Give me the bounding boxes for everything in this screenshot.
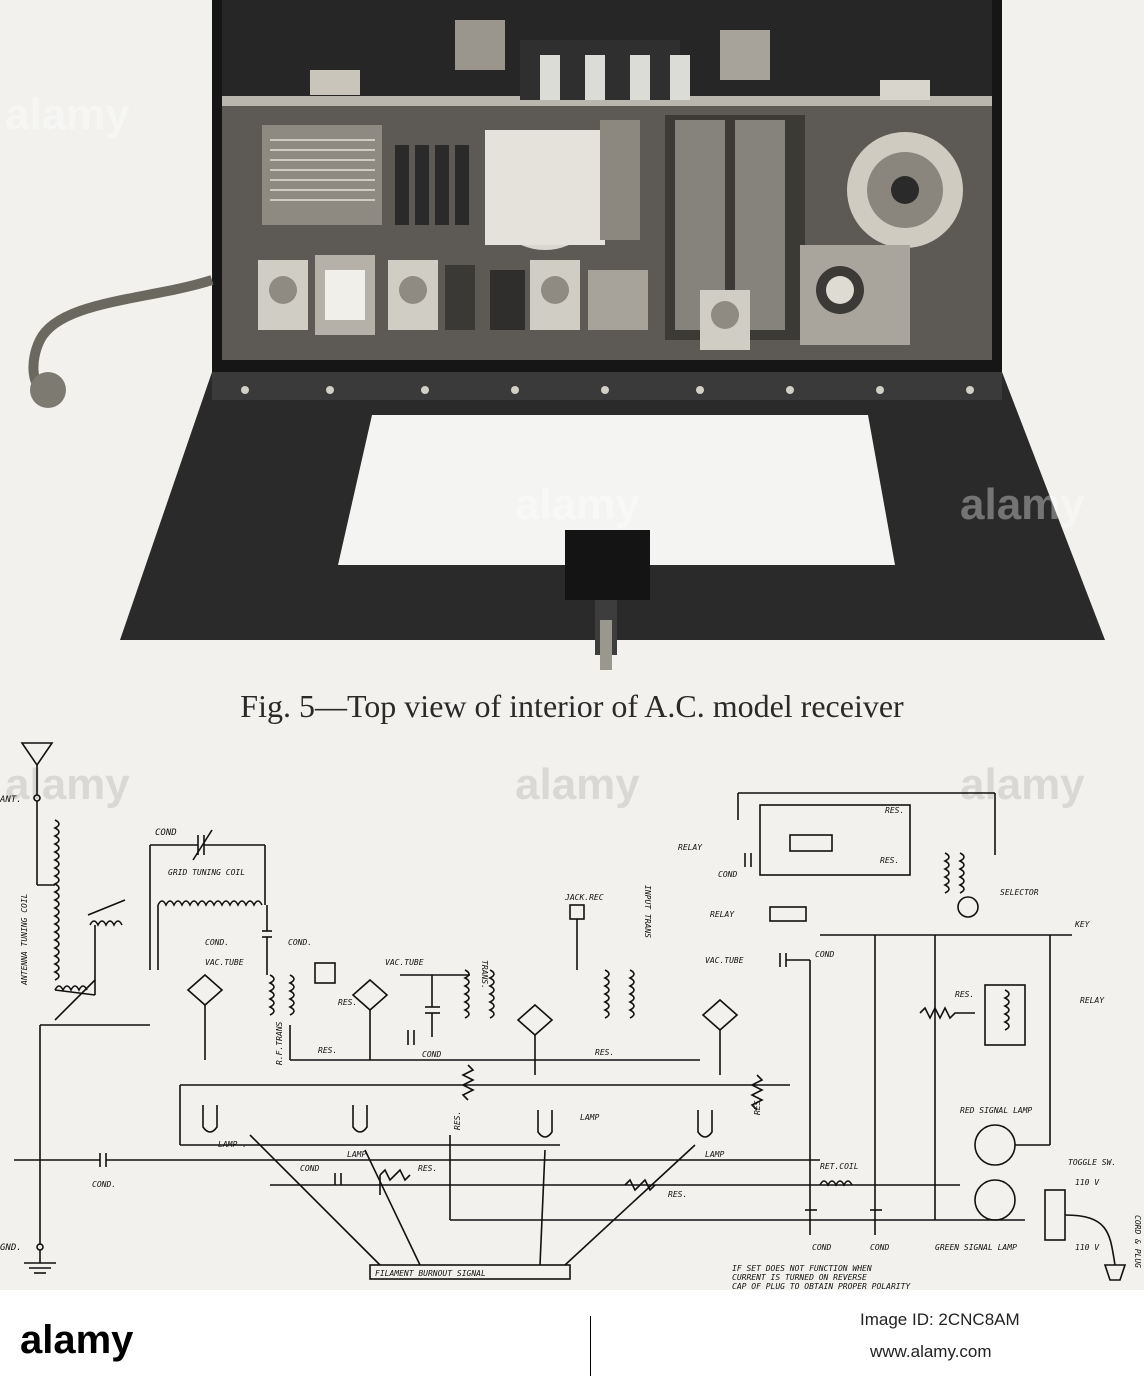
- label-res-7: RES.: [418, 1164, 437, 1173]
- selector-coils: [943, 852, 965, 894]
- label-ant: ANT.: [0, 795, 22, 805]
- image-id: Image ID: 2CNC8AM: [860, 1310, 1020, 1329]
- lid-panel: [338, 415, 895, 565]
- label-cond-top: COND: [155, 828, 177, 838]
- label-grid-coil-1: GRID TUNING COIL: [168, 868, 245, 877]
- label-key: KEY: [1074, 920, 1091, 929]
- label-relay-right: RELAY: [1080, 996, 1105, 1005]
- vac-tube-4: [701, 998, 739, 1075]
- label-relay-top: RELAY: [678, 843, 703, 852]
- label-vac-tube-2: VAC.TUBE: [385, 958, 424, 967]
- label-vac-tube-3: VAC.TUBE: [705, 956, 744, 965]
- circuit-schematic: ANT. ANTENNA TUNING COIL GND. COND.: [0, 742, 1142, 1290]
- toggle-switch-icon: [1044, 1189, 1127, 1281]
- label-cond-g: COND: [812, 1243, 831, 1252]
- label-filament: FILAMENT BURNOUT SIGNAL: [375, 1269, 486, 1278]
- antenna-icon: [20, 742, 54, 767]
- label-gnd: GND.: [0, 1243, 22, 1253]
- label-cond-c: COND: [422, 1050, 441, 1059]
- label-cond-h: COND: [870, 1243, 889, 1252]
- receiver-photo: [28, 0, 1105, 670]
- red-signal-lamp-icon: [974, 1124, 1016, 1166]
- label-res-6: RES.: [955, 990, 974, 999]
- footer-url: www.alamy.com: [870, 1342, 992, 1361]
- label-input-trans: INPUT TRANS: [643, 885, 652, 938]
- label-res-top-1: RES.: [885, 806, 904, 815]
- figure-caption: Fig. 5—Top view of interior of A.C. mode…: [240, 688, 904, 724]
- alamy-logo: alamy: [20, 1318, 134, 1362]
- footer-bar: alamy Image ID: 2CNC8AM www.alamy.com: [0, 1290, 1144, 1390]
- vac-tube-2: [351, 978, 389, 1060]
- label-trans: TRANS.: [480, 960, 489, 989]
- label-cond-d: COND: [815, 950, 834, 959]
- vac-tube-3: [516, 1003, 554, 1075]
- selector-icon: [957, 896, 979, 918]
- label-cond-relay: COND: [718, 870, 737, 879]
- label-cond-a: COND.: [205, 938, 229, 947]
- lamp-icon-1: [202, 1105, 218, 1133]
- label-antenna-coil: ANTENNA TUNING COIL: [20, 893, 29, 986]
- label-cond-ground: COND.: [92, 1180, 116, 1189]
- label-res-2: RES.: [318, 1046, 337, 1055]
- label-110v-a: 110 V: [1075, 1178, 1100, 1187]
- label-cond-e: COND: [300, 1164, 319, 1173]
- lamp-icon-2: [352, 1105, 368, 1133]
- label-vac-tube-1: VAC.TUBE: [205, 958, 244, 967]
- label-res-top-2: RES.: [880, 856, 899, 865]
- footer-divider: [590, 1316, 591, 1376]
- label-note-1: IF SET DOES NOT FUNCTION WHEN: [732, 1264, 872, 1273]
- label-jack-rec: JACK.REC: [564, 893, 604, 902]
- label-rf-trans: R.F.TRANS: [275, 1021, 284, 1065]
- label-res-8: RES.: [668, 1190, 687, 1199]
- green-signal-lamp-icon: [974, 1179, 1016, 1221]
- label-selector: SELECTOR: [1000, 888, 1039, 897]
- label-res-4: RES.: [453, 1111, 462, 1130]
- label-green-lamp: GREEN SIGNAL LAMP: [935, 1243, 1017, 1252]
- vac-tube-1: [186, 973, 224, 1060]
- label-110v-b: 110 V: [1075, 1243, 1100, 1252]
- label-toggle: TOGGLE SW.: [1068, 1158, 1116, 1167]
- label-lamp-4: LAMP: [705, 1150, 724, 1159]
- label-cord-plug: CORD & PLUG: [1133, 1215, 1142, 1268]
- label-res-5: RES: [753, 1100, 762, 1115]
- lamp-icon-3: [537, 1110, 553, 1138]
- label-note-3: CAP OF PLUG TO OBTAIN PROPER POLARITY: [732, 1282, 911, 1290]
- label-relay-mid: RELAY: [710, 910, 735, 919]
- label-lamp-3: LAMP: [580, 1113, 599, 1122]
- label-note-2: CURRENT IS TURNED ON REVERSE: [732, 1273, 867, 1282]
- label-red-lamp: RED SIGNAL LAMP: [960, 1106, 1032, 1115]
- label-cond-b: COND.: [288, 938, 312, 947]
- ground-icon: [24, 1250, 56, 1274]
- label-res-3: RES.: [595, 1048, 614, 1057]
- label-ret-coil: RET.COIL: [820, 1162, 859, 1171]
- label-res-1: RES.: [338, 998, 357, 1007]
- label-lamp-2: LAMP: [347, 1150, 366, 1159]
- lamp-icon-4: [697, 1110, 713, 1138]
